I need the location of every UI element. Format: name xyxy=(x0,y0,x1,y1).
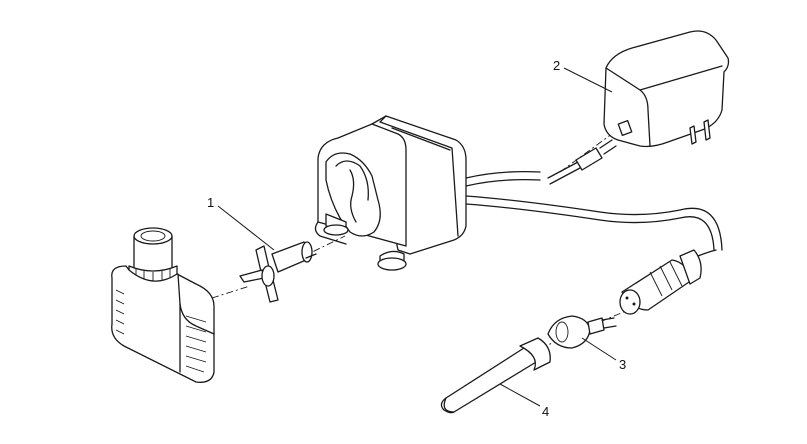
callout-2: 2 xyxy=(553,58,560,73)
callout-1: 1 xyxy=(207,195,214,210)
callout-leaders xyxy=(217,67,617,407)
power-adapter xyxy=(547,30,730,185)
filter-housing xyxy=(111,227,215,383)
cable-connector xyxy=(619,249,717,315)
protective-tube xyxy=(440,337,551,414)
callout-4: 4 xyxy=(542,404,549,419)
impeller xyxy=(239,241,317,303)
led-bulb xyxy=(547,315,617,349)
pump-motor xyxy=(314,115,723,271)
callout-3: 3 xyxy=(619,357,626,372)
